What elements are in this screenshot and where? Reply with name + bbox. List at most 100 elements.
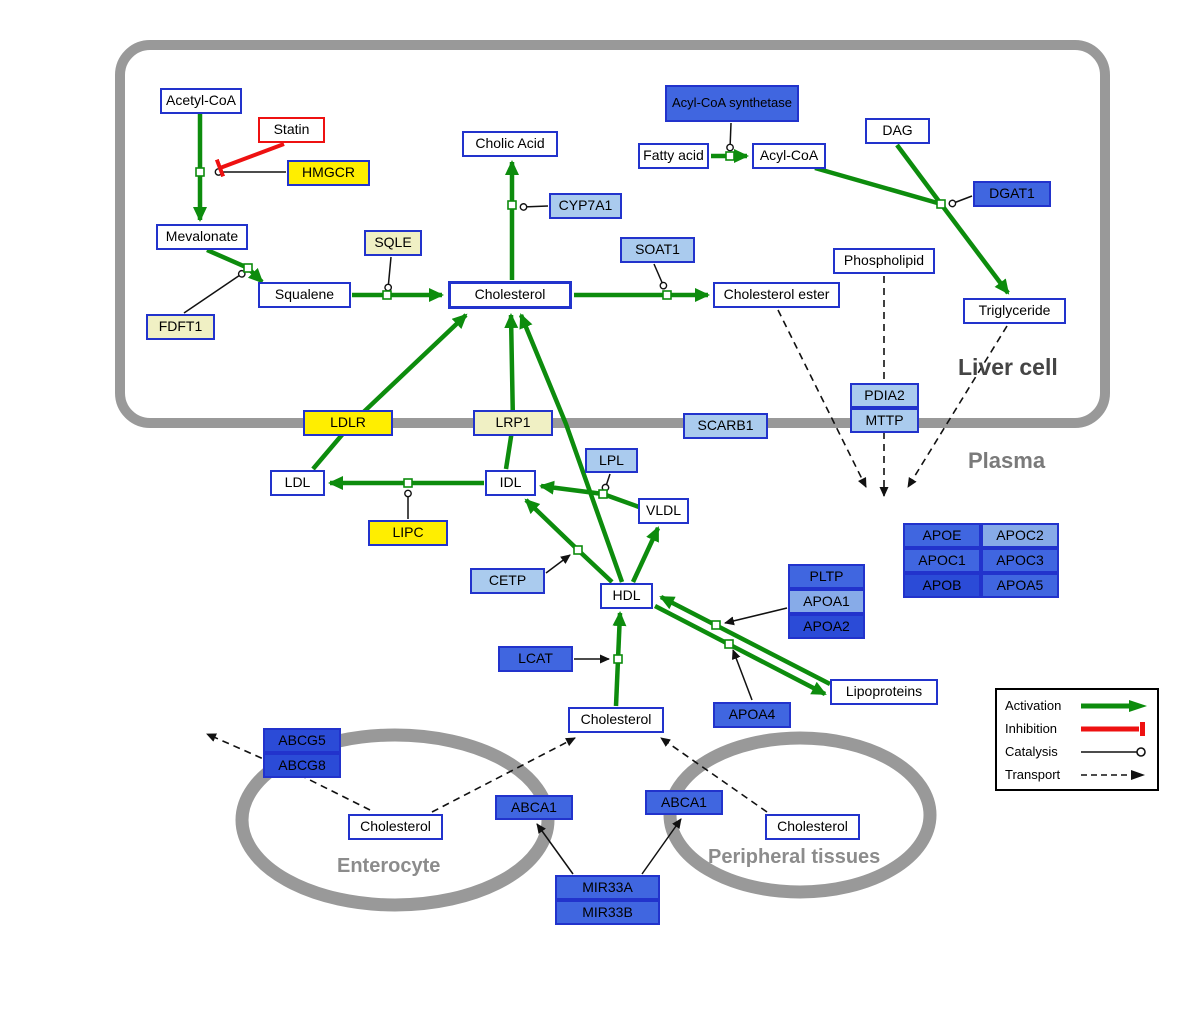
reaction-nodes <box>195 151 946 664</box>
node-ldl[interactable]: LDL <box>270 470 325 496</box>
edge-mevalonate-squalene <box>206 247 264 284</box>
label-enterocyte: Enterocyte <box>337 855 441 877</box>
label-peripheral-tissues: Peripheral tissues <box>708 846 881 868</box>
gene-mttp[interactable]: MTTP <box>850 408 919 433</box>
transport-cholesterolester-to-plasma <box>777 309 867 488</box>
node-cholic-acid[interactable]: Cholic Acid <box>462 131 558 157</box>
transport-arrow-icon <box>1081 769 1145 780</box>
edge-ldl-ldlr-cholesterol <box>311 313 468 471</box>
gene-apoa2[interactable]: APOA2 <box>788 614 865 639</box>
inhibition-edges <box>214 142 285 178</box>
catalysis-acylcoa-synthetase <box>726 122 734 152</box>
gene-lipc[interactable]: LIPC <box>368 520 448 546</box>
gene-lpl[interactable]: LPL <box>585 448 638 473</box>
gene-apoe[interactable]: APOE <box>903 523 981 548</box>
node-statin[interactable]: Statin <box>258 117 325 143</box>
legend-row-catalysis: Catalysis <box>997 740 1157 763</box>
catalysis-sqle <box>384 256 393 292</box>
edge-mir33-abca1-peripheral <box>641 818 682 875</box>
label-liver-cell: Liver cell <box>958 354 1058 380</box>
node-hdl[interactable]: HDL <box>600 583 653 609</box>
node-cholesterol-ester[interactable]: Cholesterol ester <box>713 282 840 308</box>
gene-ldlr[interactable]: LDLR <box>303 410 393 436</box>
gene-lcat[interactable]: LCAT <box>498 646 573 672</box>
catalysis-apoa-complex <box>724 607 788 626</box>
edge-acylcoa-to-node <box>814 165 942 207</box>
gene-lrp1[interactable]: LRP1 <box>473 410 553 436</box>
node-triglyceride[interactable]: Triglyceride <box>963 298 1066 324</box>
edge-node-triglyceride <box>939 202 1010 295</box>
node-mevalonate[interactable]: Mevalonate <box>156 224 248 250</box>
legend-activation-label: Activation <box>1005 698 1062 713</box>
liver-cell-membrane <box>115 40 1110 428</box>
gene-cyp7a1[interactable]: CYP7A1 <box>549 193 622 219</box>
legend-inhibition-label: Inhibition <box>1005 721 1058 736</box>
node-lipoproteins[interactable]: Lipoproteins <box>830 679 938 705</box>
catalysis-dgat1 <box>948 195 973 208</box>
legend-row-inhibition: Inhibition <box>997 717 1157 740</box>
node-vldl[interactable]: VLDL <box>638 498 689 524</box>
gene-cetp[interactable]: CETP <box>470 568 545 594</box>
edge-idl-lrp1-cholesterol <box>503 313 519 470</box>
gene-dgat1[interactable]: DGAT1 <box>973 181 1051 207</box>
inhibition-tbar-icon <box>1081 721 1145 736</box>
edge-dag-to-node <box>895 143 943 206</box>
edge-mir33-abca1-enterocyte <box>536 823 574 875</box>
legend-row-activation: Activation <box>997 694 1157 717</box>
gene-abca1-peripheral[interactable]: ABCA1 <box>645 790 723 815</box>
node-acyl-coa[interactable]: Acyl-CoA <box>752 143 826 169</box>
node-idl[interactable]: IDL <box>485 470 536 496</box>
legend: Activation Inhibition Catalysis Transpor… <box>995 688 1159 791</box>
catalysis-soat1 <box>653 263 668 290</box>
gene-fdft1[interactable]: FDFT1 <box>146 314 215 340</box>
enterocyte-membrane <box>235 728 555 912</box>
peripheral-tissues-membrane <box>663 731 937 899</box>
node-dag[interactable]: DAG <box>865 118 930 144</box>
catalysis-cetp <box>545 554 571 574</box>
gene-apoc3[interactable]: APOC3 <box>981 548 1059 573</box>
activation-arrow-icon <box>1081 699 1147 712</box>
gene-scarb1[interactable]: SCARB1 <box>683 413 768 439</box>
catalysis-fdft1 <box>183 269 246 314</box>
gene-acyl-coa-synthetase[interactable]: Acyl-CoA synthetase <box>665 85 799 122</box>
catalysis-cyp7a1 <box>519 203 549 211</box>
gene-apoa5[interactable]: APOA5 <box>981 573 1059 598</box>
inhibition-statin-hmgcr <box>214 142 285 178</box>
catalysis-apoa4 <box>731 649 753 701</box>
edge-hdl-cholesterol <box>518 313 625 583</box>
node-phospholipid[interactable]: Phospholipid <box>833 248 935 274</box>
node-cholesterol-plasma[interactable]: Cholesterol <box>568 707 664 733</box>
legend-transport-label: Transport <box>1005 767 1061 782</box>
edge-lipoproteins-hdl <box>659 594 832 687</box>
node-cholesterol-peripheral[interactable]: Cholesterol <box>765 814 860 840</box>
gene-apoc1[interactable]: APOC1 <box>903 548 981 573</box>
node-acetyl-coa[interactable]: Acetyl-CoA <box>160 88 242 114</box>
gene-hmgcr[interactable]: HMGCR <box>287 160 370 186</box>
gene-abcg5[interactable]: ABCG5 <box>263 728 341 753</box>
legend-catalysis-label: Catalysis <box>1005 744 1058 759</box>
node-cholesterol-enterocyte[interactable]: Cholesterol <box>348 814 443 840</box>
gene-abcg8[interactable]: ABCG8 <box>263 753 341 778</box>
gene-soat1[interactable]: SOAT1 <box>620 237 695 263</box>
gene-apob[interactable]: APOB <box>903 573 981 598</box>
gene-mir33a[interactable]: MIR33A <box>555 875 660 900</box>
gene-sqle[interactable]: SQLE <box>364 230 422 256</box>
gene-pltp[interactable]: PLTP <box>788 564 865 589</box>
gene-abca1-enterocyte[interactable]: ABCA1 <box>495 795 573 820</box>
catalysis-circle-icon <box>1081 746 1146 757</box>
node-fatty-acid[interactable]: Fatty acid <box>638 143 709 169</box>
edge-hdl-vldl <box>630 526 661 583</box>
label-plasma: Plasma <box>968 448 1046 473</box>
transport-enterocyte-cholesterol-out <box>431 737 576 813</box>
gene-apoa4[interactable]: APOA4 <box>713 702 791 728</box>
node-squalene[interactable]: Squalene <box>258 282 351 308</box>
legend-row-transport: Transport <box>997 763 1157 786</box>
catalysis-edges <box>183 122 973 875</box>
node-cholesterol-liver[interactable]: Cholesterol <box>448 281 572 309</box>
gene-pdia2[interactable]: PDIA2 <box>850 383 919 408</box>
gene-apoa1[interactable]: APOA1 <box>788 589 865 614</box>
gene-apoc2[interactable]: APOC2 <box>981 523 1059 548</box>
gene-mir33b[interactable]: MIR33B <box>555 900 660 925</box>
